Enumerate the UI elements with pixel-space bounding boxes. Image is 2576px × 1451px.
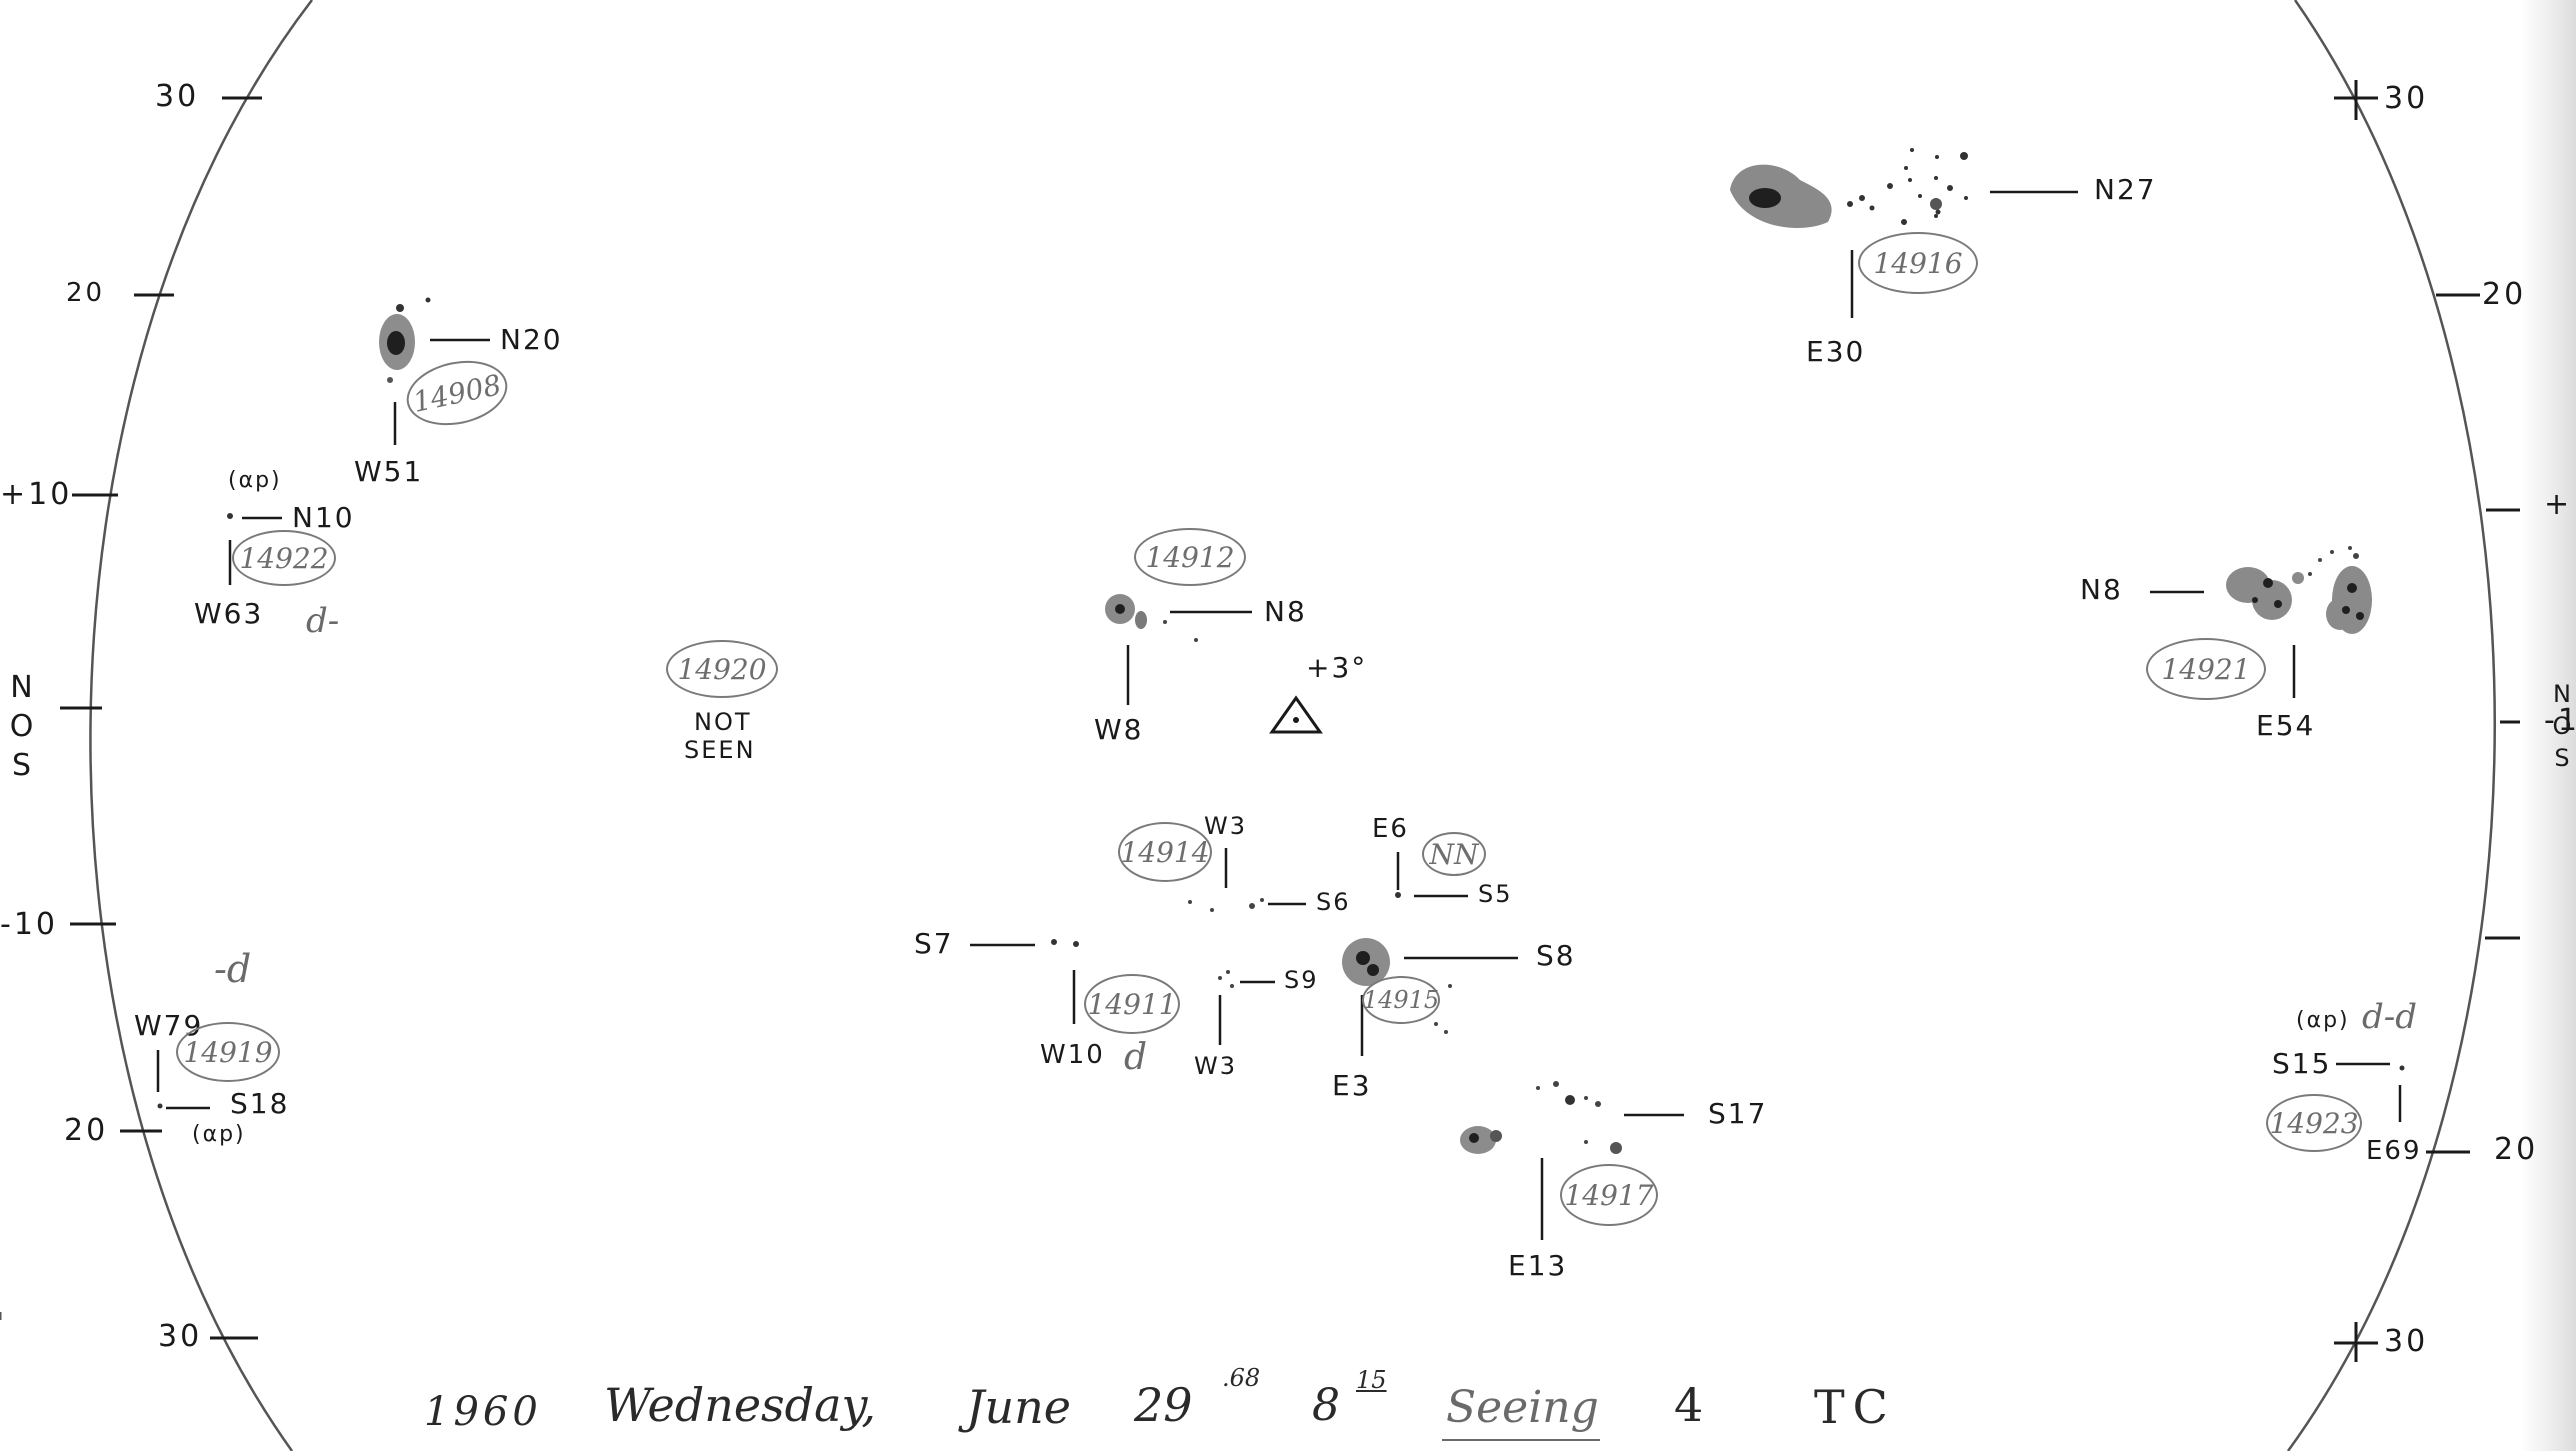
sunspot-group-14916 — [1730, 148, 1968, 229]
left-scale-label-20-bottom: 20 — [64, 1113, 109, 1148]
group-14914-meridian: W3 — [1204, 812, 1247, 840]
right-scale-label-20-bottom: 20 — [2494, 1132, 2539, 1167]
left-scale-label-20-top: 20 — [66, 278, 106, 308]
footer-day-fraction: .68 — [1222, 1364, 1261, 1392]
right-scale-label-30-bottom: 30 — [2384, 1324, 2429, 1359]
group-14916-meridian: E30 — [1806, 335, 1866, 368]
footer-minute: 15 — [1356, 1366, 1387, 1394]
left-scale-label-minus10: -10 — [0, 907, 58, 942]
group-14919-note: -d — [214, 947, 252, 991]
group-14908-meridian: W51 — [354, 455, 424, 488]
group-14911-number: 14911 — [1084, 974, 1180, 1034]
group-14919-latitude: S18 — [230, 1087, 290, 1120]
group-14922-number: 14922 — [232, 530, 336, 586]
right-ns-marker: NOS — [2548, 680, 2576, 776]
group-nn-number: NN — [1422, 832, 1486, 876]
footer-weekday: Wednesday, — [604, 1378, 877, 1432]
group-14922-class: (αp) — [228, 468, 282, 493]
group-14916-latitude: N27 — [2094, 173, 2157, 206]
group-14911-meridian: W10 — [1040, 1040, 1105, 1070]
group-14923-number: 14923 — [2266, 1094, 2362, 1152]
group-14922-note: d- — [306, 601, 340, 641]
sunspot-group-14917 — [1460, 1081, 1622, 1154]
group-14916-number: 14916 — [1858, 232, 1978, 294]
footer-month: June — [966, 1380, 1071, 1434]
group-nn-meridian: E6 — [1372, 814, 1409, 844]
group-14920-number: 14920 — [666, 640, 778, 698]
group-14914-latitude: S6 — [1316, 888, 1351, 916]
group-14912-latitude: N8 — [1264, 595, 1307, 628]
group-14911-note: d — [1124, 1037, 1148, 1078]
group-nn-latitude: S5 — [1478, 880, 1513, 908]
footer-seeing-value: 4 — [1674, 1378, 1704, 1432]
group-14914-number: 14914 — [1118, 822, 1212, 882]
group-14908-latitude: N20 — [500, 323, 563, 356]
sunspot-group-14921 — [2226, 546, 2372, 634]
group-s9-meridian: W3 — [1194, 1052, 1237, 1080]
sunspot-group-14915 — [1342, 938, 1452, 1034]
footer-observer: TC — [1814, 1380, 1896, 1434]
left-scale-label-30-bottom: 30 — [158, 1319, 203, 1354]
left-ns-marker: NOS — [4, 670, 39, 787]
group-14923-meridian: E69 — [2366, 1136, 2422, 1166]
left-scale-label-30-top: 30 — [155, 79, 200, 114]
group-14919-class: (αp) — [192, 1122, 246, 1147]
right-scale-label-30-top: 30 — [2384, 81, 2429, 116]
center-offset-label: +3° — [1306, 651, 1368, 684]
group-14922-meridian: W63 — [194, 597, 264, 630]
group-14923-note: d-d — [2362, 997, 2418, 1037]
group-14912-meridian: W8 — [1094, 713, 1144, 746]
group-14921-number: 14921 — [2146, 638, 2266, 700]
group-14922-latitude: N10 — [292, 501, 355, 534]
footer-year: 1960 — [424, 1389, 542, 1435]
footer-day: 29 — [1134, 1378, 1193, 1432]
right-limb-arc — [2286, 0, 2496, 1451]
right-scale-label-minus: -1 — [2544, 703, 2576, 738]
group-14919-number: 14919 — [176, 1022, 280, 1082]
sunspot-group-14908 — [379, 297, 431, 383]
sunspot-group-14912 — [1105, 594, 1198, 642]
group-14917-latitude: S17 — [1708, 1097, 1768, 1130]
group-s9-latitude: S9 — [1284, 966, 1319, 994]
group-14921-meridian: E54 — [2256, 709, 2316, 742]
disk-center-triangle — [1269, 695, 1323, 734]
group-14923-class: (αp) — [2296, 1008, 2350, 1033]
group-14915-number: 14915 — [1362, 976, 1440, 1024]
footer-seeing-label: Seeing — [1446, 1382, 1599, 1433]
group-14915-meridian: E3 — [1332, 1069, 1372, 1102]
group-14915-latitude: S8 — [1536, 939, 1576, 972]
group-14911-latitude: S7 — [914, 927, 954, 960]
page-shadow-edge — [2520, 0, 2576, 1451]
group-14923-latitude: S15 — [2272, 1047, 2332, 1080]
group-14912-number: 14912 — [1134, 528, 1246, 586]
group-14921-latitude: N8 — [2080, 573, 2123, 606]
group-14920-status-line1: NOT — [694, 708, 752, 736]
left-limb-arc — [89, 0, 313, 1451]
left-scale-label-plus10: +10 — [0, 477, 73, 512]
footer-hour: 8 — [1312, 1380, 1340, 1431]
group-14920-status-line2: SEEN — [684, 736, 756, 764]
group-14917-number: 14917 — [1560, 1164, 1658, 1226]
group-14917-meridian: E13 — [1508, 1249, 1568, 1282]
right-scale-label-plus: + — [2544, 487, 2573, 522]
right-scale-label-20-top: 20 — [2482, 277, 2527, 312]
